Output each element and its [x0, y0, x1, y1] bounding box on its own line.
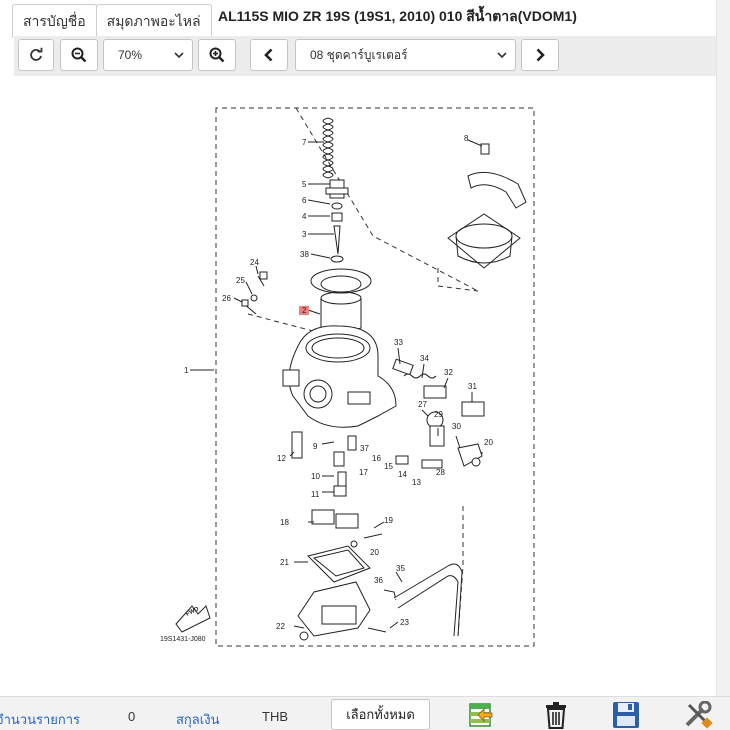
part-label[interactable]: 24 [250, 258, 259, 267]
zoom-out-icon [71, 47, 87, 63]
part-label[interactable]: 20 [484, 438, 493, 447]
currency-label: สกุลเงิน [176, 712, 220, 727]
previous-section-button[interactable] [250, 39, 288, 71]
section-select[interactable]: 08 ชุดคาร์บูเรเตอร์ [295, 39, 516, 71]
part-label[interactable]: 34 [420, 354, 429, 363]
part-label[interactable]: 15 [384, 462, 393, 471]
save-icon [613, 702, 639, 728]
part-label[interactable]: 36 [374, 576, 383, 585]
zoom-in-icon [209, 47, 225, 63]
part-label[interactable]: 26 [222, 294, 231, 303]
chevron-down-icon [497, 52, 507, 59]
zoom-out-button[interactable] [60, 39, 98, 71]
item-count-label: จำนวนรายการ [0, 712, 81, 727]
part-label[interactable]: 16 [372, 454, 381, 463]
refresh-button[interactable] [18, 39, 54, 71]
carburetor-exploded-drawing [175, 107, 535, 647]
tab-parts-catalog[interactable]: สมุดภาพอะไหล่ [95, 4, 212, 38]
zoom-in-button[interactable] [198, 39, 236, 71]
trash-icon [546, 702, 566, 729]
tab-bar: สารบัญชื่อ สมุดภาพอะไหล่ [12, 4, 212, 38]
part-label[interactable]: 14 [398, 470, 407, 479]
part-label[interactable]: 11 [311, 490, 320, 499]
save-button[interactable] [611, 701, 641, 729]
zoom-select-value: 70% [118, 48, 143, 62]
item-count-value: 0 [128, 709, 136, 724]
footer-bar: จำนวนรายการ 0 สกุลเงิน THB เลือกทั้งหมด [0, 696, 730, 730]
part-label[interactable]: 19 [384, 516, 393, 525]
vertical-scrollbar[interactable] [716, 0, 730, 700]
part-label[interactable]: 6 [302, 196, 307, 205]
part-label[interactable]: 32 [444, 368, 453, 377]
next-section-button[interactable] [521, 39, 559, 71]
part-label[interactable]: 25 [236, 276, 245, 285]
tools-button[interactable] [683, 700, 713, 729]
part-label[interactable]: 1 [184, 366, 189, 375]
add-to-list-icon [469, 703, 493, 727]
part-label[interactable]: 21 [280, 558, 289, 567]
part-label[interactable]: 31 [468, 382, 477, 391]
part-label[interactable]: 4 [302, 212, 307, 221]
add-to-list-button[interactable] [466, 701, 496, 729]
part-label[interactable]: 23 [400, 618, 409, 627]
part-label[interactable]: 29 [434, 410, 443, 419]
part-label[interactable]: 30 [452, 422, 461, 431]
parts-diagram[interactable]: 7 5 6 4 3 38 8 24 25 26 2 1 33 34 32 31 … [108, 76, 716, 684]
tab-index[interactable]: สารบัญชื่อ [12, 4, 97, 38]
part-label[interactable]: 22 [276, 622, 285, 631]
toolbar: 70% 08 ชุดคาร์บูเรเตอร์ [14, 36, 716, 76]
diagram-code: 19S1431-J080 [160, 636, 206, 643]
part-label[interactable]: 27 [418, 400, 427, 409]
part-label[interactable]: 33 [394, 338, 403, 347]
part-label[interactable]: 12 [277, 454, 286, 463]
chevron-left-icon [264, 48, 273, 62]
part-label[interactable]: 5 [302, 180, 307, 189]
part-label[interactable]: 3 [302, 230, 307, 239]
part-label[interactable]: 17 [359, 468, 368, 477]
refresh-icon [30, 47, 43, 61]
part-label[interactable]: 18 [280, 518, 289, 527]
part-label-highlighted[interactable]: 2 [299, 306, 310, 315]
part-label[interactable]: 28 [436, 468, 445, 477]
select-all-button[interactable]: เลือกทั้งหมด [331, 699, 430, 730]
chevron-down-icon [174, 52, 184, 59]
section-select-value: 08 ชุดคาร์บูเรเตอร์ [310, 48, 408, 62]
part-label[interactable]: 9 [313, 442, 318, 451]
delete-button[interactable] [541, 701, 571, 729]
part-label[interactable]: 10 [311, 472, 320, 481]
part-label[interactable]: 13 [412, 478, 421, 487]
part-label[interactable]: 37 [360, 444, 369, 453]
part-label[interactable]: 7 [302, 138, 307, 147]
part-label[interactable]: 35 [396, 564, 405, 573]
chevron-right-icon [536, 48, 545, 62]
part-label[interactable]: 8 [464, 134, 469, 143]
tools-icon [685, 700, 713, 729]
page-title: AL115S MIO ZR 19S (19S1, 2010) 010 สีน้ำ… [218, 8, 577, 24]
part-label[interactable]: 20 [370, 548, 379, 557]
zoom-select[interactable]: 70% [103, 39, 193, 71]
part-label[interactable]: 38 [300, 250, 309, 259]
currency-value: THB [262, 709, 288, 724]
